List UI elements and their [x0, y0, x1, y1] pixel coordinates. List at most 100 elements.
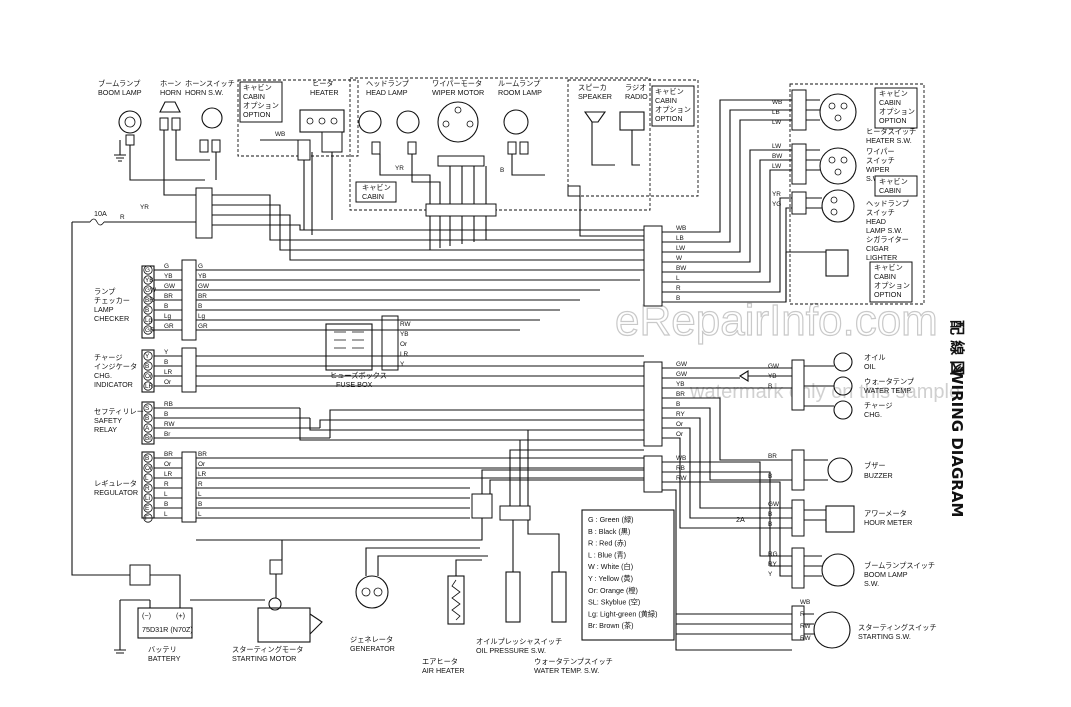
title-en: WIRING DIAGRAM — [948, 368, 966, 517]
horn-connector-b — [171, 117, 181, 131]
water-sw-jp: ウォータテンプスイッチ — [534, 657, 613, 666]
fuse-box-en: FUSE BOX — [336, 380, 373, 389]
heater-wire-wb: WB — [275, 131, 285, 138]
right-low-wires — [662, 461, 792, 577]
heater-opt-3: オプション — [243, 101, 279, 110]
room-lamp — [503, 109, 529, 135]
chg-jp2: インジケータ — [94, 362, 137, 371]
wire-code-right-top-r: LW — [676, 245, 686, 252]
wire-code-reg-r: BR — [198, 451, 207, 458]
lamp-checker-jp2: チェッカー — [94, 296, 130, 305]
chg-body — [141, 349, 155, 393]
wiper-sw-jp: ワイパー — [866, 147, 895, 156]
pin-label: BR — [145, 297, 154, 304]
fb-w3: Or — [400, 341, 408, 348]
wire-code-lamp-r: G — [198, 263, 203, 270]
safety-body — [141, 401, 155, 445]
head-lamp-conn-r — [407, 141, 417, 155]
battery-neg: (−) — [142, 611, 151, 620]
wire-code-right-mid-r: GW — [676, 361, 688, 368]
pin-label: Lg — [145, 317, 153, 324]
wiper-switch-pin1 — [828, 156, 836, 164]
audio-block: スピーカ SPEAKER ラジオ RADIO キャビン CABIN オプション … — [567, 79, 699, 197]
gen-jp: ジェネレータ — [350, 635, 393, 644]
hour-connector — [791, 499, 805, 537]
boom-lamp-wire — [129, 145, 205, 181]
air-heater-wire — [455, 559, 482, 576]
water-sw-en: WATER TEMP. S.W. — [534, 666, 599, 675]
room-lamp-jp: ルームランプ — [498, 79, 541, 88]
wire-code-hour: GW — [768, 501, 780, 508]
wiper-motor — [437, 101, 479, 143]
water-en: WATER TEMP. — [864, 386, 912, 395]
cab-sw-code: LW — [772, 119, 782, 126]
heater-jp: ヒータ — [312, 79, 334, 88]
wire-code-reg-r: L — [198, 511, 202, 518]
pin-circle — [143, 361, 153, 371]
bottom-up-wires — [481, 430, 644, 506]
watermark-main: eRepairInfo.com — [615, 296, 938, 345]
harness-wires — [72, 99, 834, 651]
audio-wires — [591, 122, 640, 166]
fuse-elements — [334, 331, 364, 357]
radio-jp: ラジオ — [625, 83, 646, 92]
cab-sw-code: YR — [772, 191, 781, 198]
chg-wires — [154, 355, 182, 387]
wiper-sw-en2: S.W. — [866, 174, 881, 183]
fuse-box-body — [325, 323, 373, 371]
wire-code-right-top-r: W — [676, 255, 683, 262]
generator: ジェネレータ GENERATOR — [350, 547, 488, 653]
wire-code-chg: B — [164, 359, 168, 366]
fb-w4: LR — [400, 351, 409, 358]
wire-code-reg: L — [164, 511, 168, 518]
pin-circle — [143, 413, 153, 423]
wiper-switch-pin2 — [840, 156, 848, 164]
water-temp-body — [551, 571, 567, 623]
pin-label: GW — [145, 287, 157, 294]
battery: (−) (+) 75D31R (N70Z) バッテリ BATTERY — [114, 564, 265, 663]
chg-panel-connector — [181, 347, 197, 393]
room-lamp-conn-b — [519, 141, 529, 155]
right-mid-connector — [643, 361, 663, 447]
heater-switch-pin2 — [840, 102, 848, 110]
wire-code-right-top-r: B — [676, 295, 680, 302]
heater-sw-en: HEATER S.W. — [866, 136, 912, 145]
wire-code-lamp-r: BR — [198, 293, 207, 300]
main-fuse-label: 10A — [94, 209, 107, 218]
pin-label: LR — [145, 383, 154, 390]
wire-code-right-mid-r: Or — [676, 431, 684, 438]
horn-sw-en: HORN S.W. — [185, 88, 223, 97]
wiper-switch-pin3 — [834, 168, 842, 176]
cigar-lighter — [825, 249, 849, 277]
buzzer-connector — [791, 449, 805, 491]
pin-circle — [143, 513, 153, 523]
buzzer-jp: ブザー — [864, 461, 886, 470]
right-opt1-1: キャビン — [879, 89, 908, 98]
battery-pos: (+) — [176, 611, 185, 620]
cab-sw-code: LW — [772, 163, 782, 170]
starter-connector — [269, 559, 283, 575]
wire-b-label: B — [500, 167, 504, 174]
pin-label: B — [145, 415, 149, 422]
bus-chg — [196, 355, 644, 387]
pin-label: B — [145, 307, 149, 314]
pin-circle — [143, 371, 153, 381]
oil-pressure-switch: オイルプレッシャスイッチ OIL PRESSURE S.W. — [476, 520, 562, 655]
lamp-checker-wires — [154, 269, 182, 331]
wiper-pin-b — [442, 120, 450, 128]
pin-circle — [143, 315, 153, 325]
wire-code-reg: Or — [164, 461, 172, 468]
pin-label: B — [145, 363, 149, 370]
wire-code-lamp: BR — [164, 293, 173, 300]
legend-item: Y : Yellow (黄) — [588, 574, 633, 583]
pin-label: F — [145, 515, 149, 522]
hl-sw-jp2: スイッチ — [866, 208, 895, 217]
wire-code-reg: BR — [164, 451, 173, 458]
pin-circle — [143, 265, 153, 275]
switch-stubs — [806, 99, 822, 209]
right-cabin-switches: キャビン CABIN オプション OPTION ヒータスイッチ HEATER S… — [789, 83, 925, 305]
wire-code-reg: LR — [164, 471, 173, 478]
